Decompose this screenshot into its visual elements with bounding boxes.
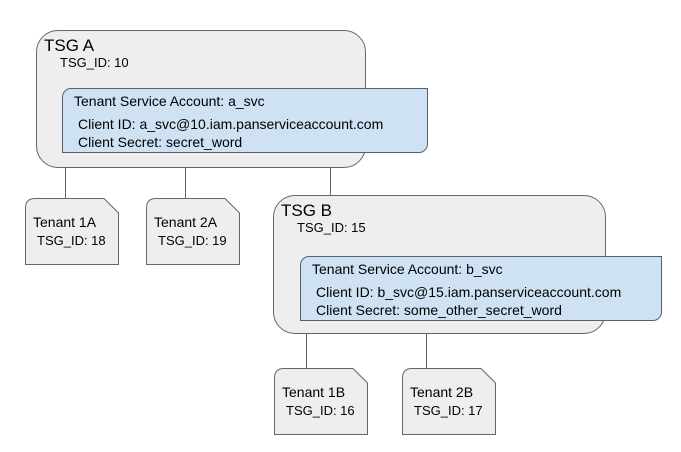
tenant-1a-node: Tenant 1A TSG_ID: 18 [25, 198, 119, 265]
tsg-a-client-secret: Client Secret: secret_word [78, 134, 243, 150]
tenant-card-shape [25, 198, 119, 265]
tenant-1b-node: Tenant 1B TSG_ID: 16 [274, 368, 368, 435]
tenant-card-shape [146, 198, 240, 265]
tsg-b-service-account-node: Tenant Service Account: b_svc Client ID:… [300, 256, 662, 321]
tenant-2b-node: Tenant 2B TSG_ID: 17 [402, 368, 496, 435]
tsg-a-service-account-title: Tenant Service Account: a_svc [74, 93, 265, 109]
connector-tsg-a-to-tsg-b [330, 168, 331, 195]
tenant-2a-id-label: TSG_ID: 19 [158, 233, 227, 248]
tenant-2b-id-label: TSG_ID: 17 [414, 403, 483, 418]
tsg-b-client-id: Client ID: b_svc@15.iam.panserviceaccoun… [316, 284, 622, 300]
tsg-b-client-secret: Client Secret: some_other_secret_word [316, 302, 562, 318]
tsg-a-title: TSG A [44, 36, 95, 55]
connector-tsg-a-to-tenant-1a [65, 168, 66, 198]
tsg-b-title: TSG B [281, 201, 333, 220]
tenant-card-shape [402, 368, 496, 435]
tsg-b-id-label: TSG_ID: 15 [297, 220, 366, 235]
tenant-1a-title: Tenant 1A [33, 214, 97, 230]
connector-tsg-b-to-tenant-2b [426, 334, 427, 368]
tsg-a-service-account-node: Tenant Service Account: a_svc Client ID:… [62, 88, 428, 153]
connector-tsg-a-to-tenant-2a [185, 168, 186, 198]
tenant-2b-title: Tenant 2B [410, 384, 474, 400]
tenant-2a-node: Tenant 2A TSG_ID: 19 [146, 198, 240, 265]
tsg-a-client-id: Client ID: a_svc@10.iam.panserviceaccoun… [78, 116, 384, 132]
tenant-1a-id-label: TSG_ID: 18 [37, 233, 106, 248]
tsg-b-service-account-title: Tenant Service Account: b_svc [312, 261, 503, 277]
tenant-1b-id-label: TSG_ID: 16 [286, 403, 355, 418]
tsg-a-id-label: TSG_ID: 10 [60, 55, 129, 70]
tenant-1b-title: Tenant 1B [282, 384, 346, 400]
tenant-card-shape [274, 368, 368, 435]
tenant-2a-title: Tenant 2A [154, 214, 218, 230]
connector-tsg-b-to-tenant-1b [306, 334, 307, 368]
